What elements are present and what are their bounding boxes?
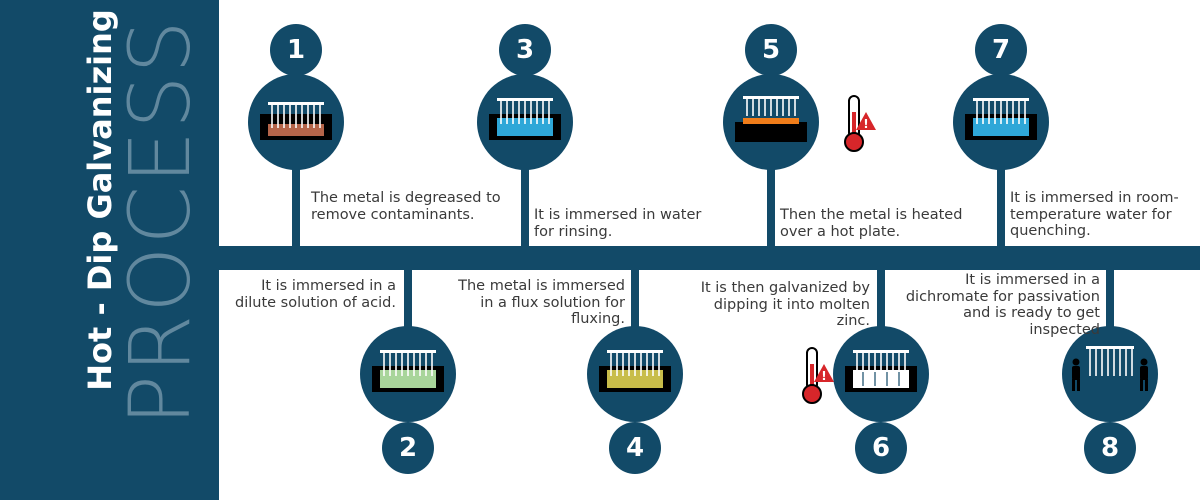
- step-3-text: It is immersed in water for rinsing.: [534, 207, 702, 240]
- step-2-disc: [360, 326, 456, 422]
- step-1-disc: [248, 74, 344, 170]
- step-7-text: It is immersed in room-temperature water…: [1010, 190, 1179, 239]
- flux-tank-icon: [599, 350, 671, 392]
- stem-4: [631, 266, 639, 336]
- step-8-number: 8: [1084, 422, 1136, 474]
- thermometer-warning-icon: !: [844, 95, 876, 152]
- step-4-disc: [587, 326, 683, 422]
- inspector-left-icon: [1072, 358, 1080, 391]
- step-4-number: 4: [609, 422, 661, 474]
- step-1-text: The metal is degreased to remove contami…: [311, 190, 501, 223]
- rinse-tank-icon: [489, 98, 561, 140]
- stem-8: [1106, 266, 1114, 336]
- svg-text:!: !: [863, 117, 868, 131]
- step-6-disc: [833, 326, 929, 422]
- step-7-disc: [953, 74, 1049, 170]
- step-6-text: It is then galvanized by dipping it into…: [700, 280, 870, 329]
- quench-tank-icon: [965, 98, 1037, 140]
- step-8-disc: [1062, 326, 1158, 422]
- step-5-disc: [723, 74, 819, 170]
- stem-1: [292, 150, 300, 250]
- title-process: PROCESS: [111, 18, 209, 426]
- step-1-number: 1: [270, 24, 322, 76]
- step-5-number: 5: [745, 24, 797, 76]
- step-8-text: It is immersed in a dichromate for passi…: [905, 272, 1100, 338]
- inspection-icon: [1072, 346, 1148, 391]
- rust-tank-icon: [260, 102, 332, 140]
- step-2-text: It is immersed in a dilute solution of a…: [235, 278, 396, 311]
- inspector-right-icon: [1140, 358, 1148, 391]
- stem-7: [997, 150, 1005, 250]
- step-7-number: 7: [975, 24, 1027, 76]
- step-6-number: 6: [855, 422, 907, 474]
- stem-2: [404, 266, 412, 336]
- title-sidebar: Hot - Dip Galvanizing PROCESS: [0, 0, 219, 500]
- step-4-text: The metal is immersed in a flux solution…: [458, 278, 625, 327]
- stem-3: [521, 150, 529, 250]
- step-3-disc: [477, 74, 573, 170]
- svg-text:!: !: [821, 369, 826, 383]
- hot-plate-icon: [735, 96, 807, 142]
- stem-5: [767, 150, 775, 250]
- zinc-tank-icon: [845, 350, 917, 392]
- thermometer-warning-icon-2: !: [802, 347, 834, 404]
- stem-6: [877, 266, 885, 336]
- step-3-number: 3: [499, 24, 551, 76]
- step-5-text: Then the metal is heated over a hot plat…: [780, 207, 963, 240]
- acid-tank-icon: [372, 350, 444, 392]
- timeline-bar: [219, 246, 1200, 270]
- step-2-number: 2: [382, 422, 434, 474]
